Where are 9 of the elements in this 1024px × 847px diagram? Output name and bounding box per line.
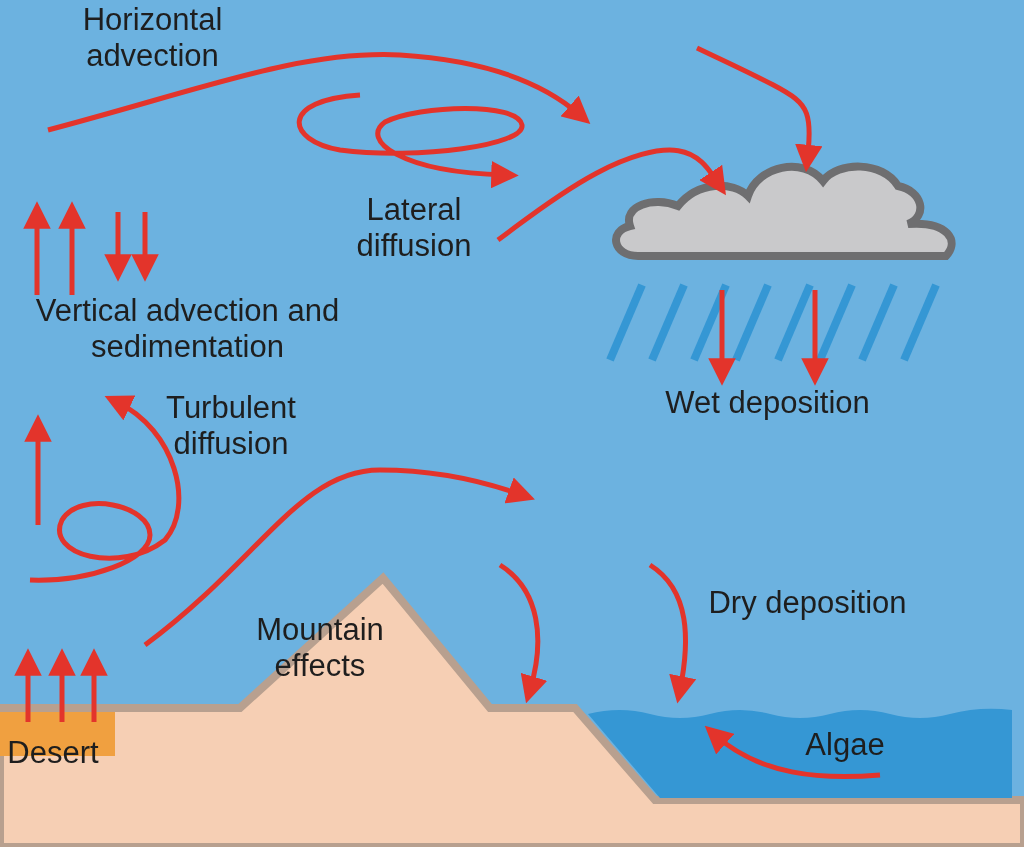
process-label: Turbulent diffusion	[165, 390, 297, 462]
arrow	[496, 147, 726, 243]
process-label: Dry deposition	[707, 585, 908, 621]
process-label: Algae	[804, 727, 886, 763]
process-label: Lateral diffusion	[355, 192, 473, 264]
process-label: Mountain effects	[255, 612, 385, 684]
process-label: Horizontal advection	[81, 2, 224, 74]
process-label: Wet deposition	[664, 385, 871, 421]
process-label: Vertical advection and sedimentation	[34, 293, 341, 365]
